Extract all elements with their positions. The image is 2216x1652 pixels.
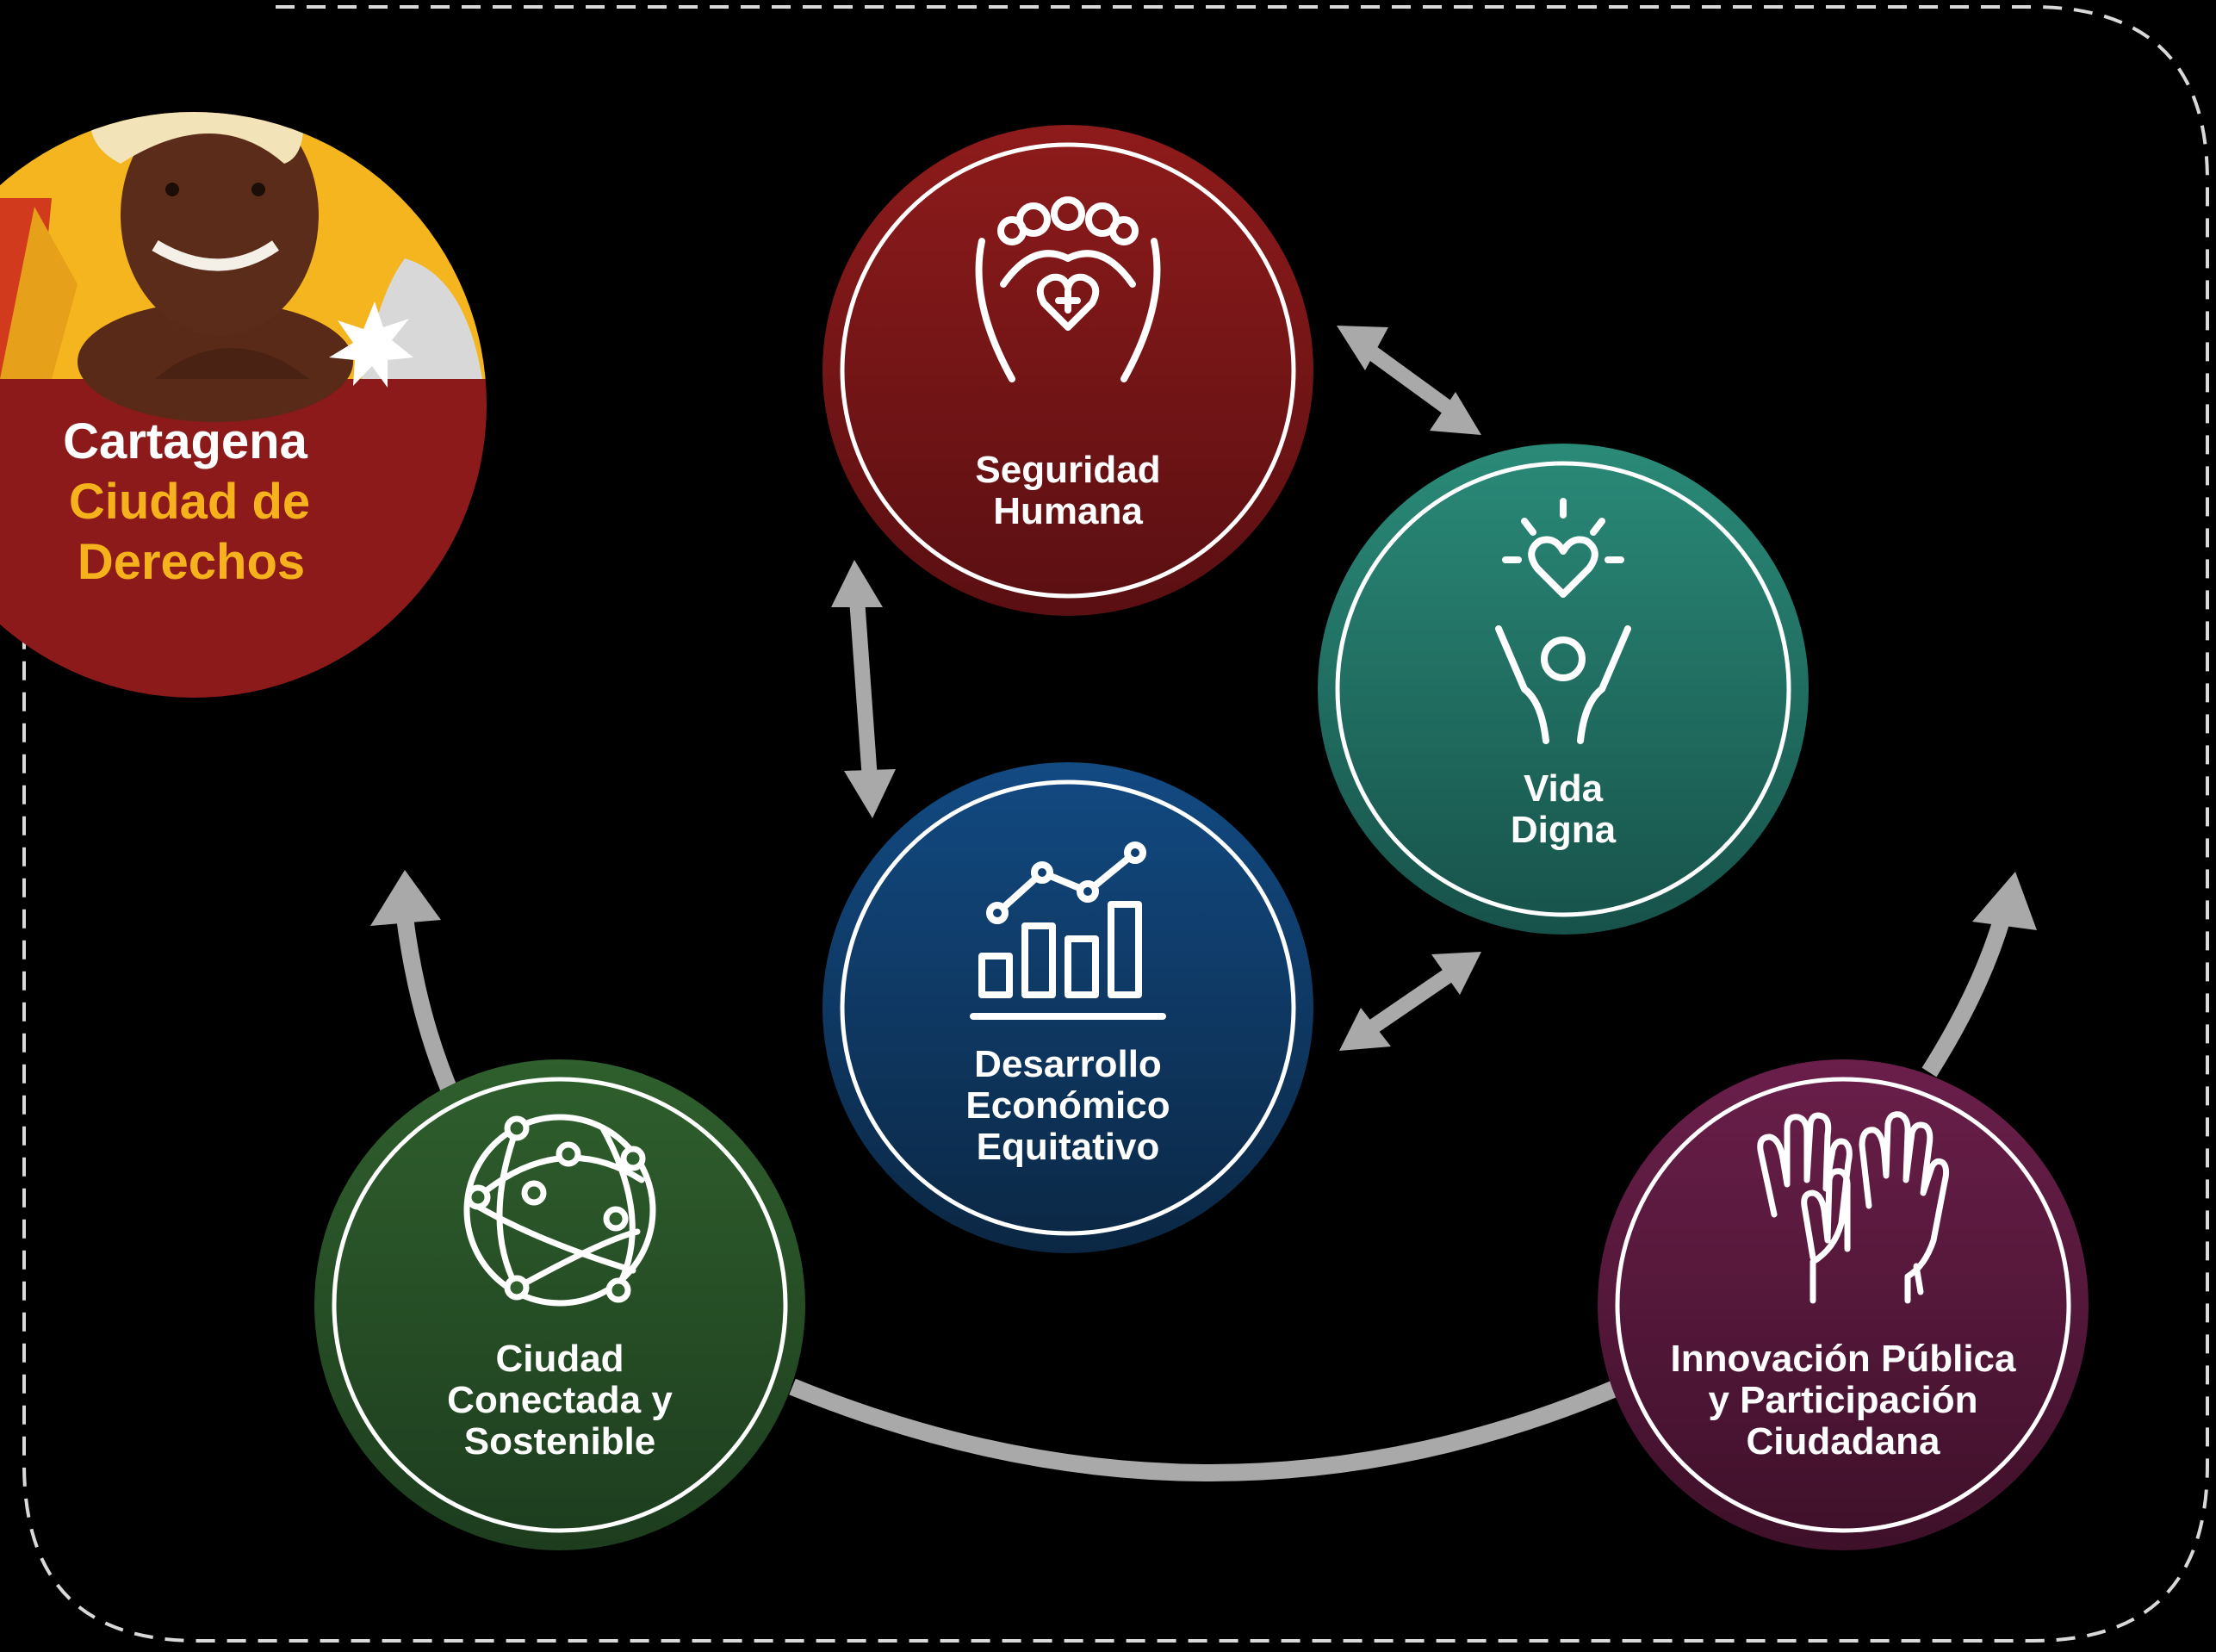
pillar-label-line: Desarrollo	[974, 1043, 1162, 1085]
brand-badge: Cartagena Ciudad de Derechos	[0, 112, 487, 698]
pillar-label-line: Conectada y	[447, 1379, 673, 1421]
raised-hands-icon	[1757, 1111, 1950, 1304]
right-rise	[1921, 915, 2011, 1078]
arrow-seguridad-vida	[1337, 326, 1481, 435]
pillar-seguridad: Seguridad Humana	[822, 125, 1313, 616]
pillar-desarrollo: Desarrollo Económico Equitativo	[822, 762, 1313, 1253]
portrait-photo	[0, 112, 482, 422]
badge-title-line-3: Derechos	[78, 534, 305, 590]
dashed-frame	[22, 5, 2209, 1643]
pillar-label-line: Seguridad	[975, 449, 1160, 491]
bottom-arc-main	[789, 1378, 1623, 1481]
pillar-ciudad: Ciudad Conectada y Sostenible	[314, 1059, 805, 1550]
badge-title-line-2: Ciudad de	[69, 474, 310, 530]
arrowhead-left	[370, 870, 441, 926]
pillar-vida: Vida Digna	[1318, 444, 1809, 935]
arrow-desarrollo-vida	[1339, 952, 1481, 1051]
network-globe-icon	[463, 1114, 656, 1307]
pillar-label-line: Equitativo	[977, 1126, 1160, 1168]
pillar-innovacion: Innovación Pública y Participación Ciuda…	[1598, 1059, 2089, 1550]
pillar-label-line: Digna	[1511, 809, 1617, 851]
pillar-label-line: Vida	[1524, 767, 1604, 810]
hands-holding-people-heart-icon	[975, 196, 1161, 382]
arrowhead-right	[1972, 872, 2037, 930]
pillar-label-line: Ciudadana	[1747, 1420, 1940, 1463]
pillar-label-line: Innovación Pública	[1671, 1338, 2016, 1380]
bar-chart-trend-icon	[970, 842, 1166, 1020]
pillar-label-line: Ciudad	[495, 1338, 624, 1380]
badge-title-line-1: Cartagena	[63, 413, 307, 469]
inner-arrows	[831, 326, 1481, 1051]
arrow-seguridad-desarrollo	[831, 560, 896, 818]
star-icon	[329, 301, 413, 388]
pillar-label-line: Humana	[993, 490, 1143, 532]
pillar-label-line: y Participación	[1708, 1379, 1977, 1421]
pillar-label-line: Económico	[965, 1084, 1170, 1127]
pillar-label-line: Sostenible	[464, 1420, 656, 1463]
person-raised-arms-heart-icon	[1495, 498, 1631, 744]
